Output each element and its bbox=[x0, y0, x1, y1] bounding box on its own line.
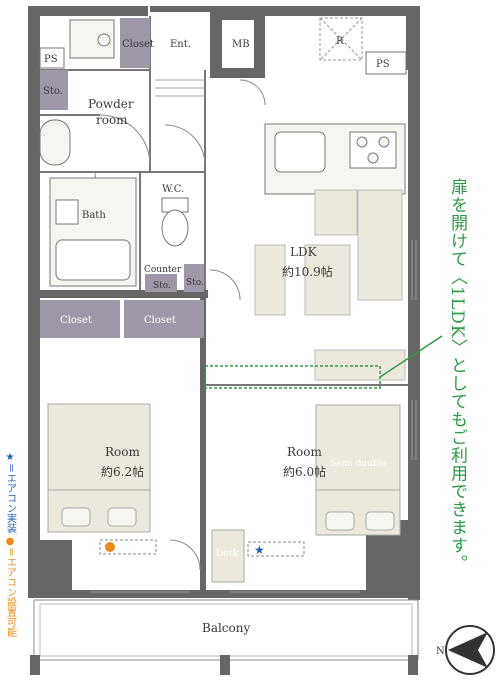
counter-label: Counter bbox=[144, 265, 182, 275]
storage-counter bbox=[145, 274, 177, 292]
entrance-label: Ent. bbox=[170, 39, 191, 50]
aircon-zone-left bbox=[99, 539, 157, 555]
windows bbox=[90, 240, 417, 593]
storage-counter-label: Sto. bbox=[153, 281, 171, 291]
ldk-furniture bbox=[254, 189, 406, 381]
bed-left bbox=[47, 403, 151, 533]
room-left-size: 約6.2帖 bbox=[101, 464, 144, 479]
refrigerator-label: R bbox=[336, 36, 344, 47]
fixtures-top bbox=[39, 19, 115, 166]
storage-left bbox=[40, 70, 68, 110]
room-right-name: Room bbox=[287, 445, 322, 459]
ps-right-box bbox=[365, 51, 407, 75]
kitchen-counter bbox=[264, 123, 406, 195]
ps-left-box bbox=[39, 47, 65, 69]
legend: ★＝エアコン実装 ●＝エアコン設置可能 bbox=[4, 452, 16, 638]
ldk-name: LDK bbox=[290, 245, 318, 259]
compass-icon bbox=[445, 625, 495, 675]
ldk-size: 約10.9帖 bbox=[282, 264, 333, 279]
closet-top-label: Closet bbox=[122, 39, 154, 50]
balcony-post-right bbox=[408, 655, 418, 675]
star-icon: ★ bbox=[254, 543, 265, 557]
bed-label: Semi double bbox=[330, 459, 387, 469]
dot-icon bbox=[105, 542, 115, 552]
closet-right-label: Closet bbox=[144, 315, 176, 326]
opening-note: 扉を開けて〈1LDK〉としてもご利用できます。 bbox=[447, 178, 467, 573]
balcony-post-mid bbox=[220, 655, 230, 675]
closet-left bbox=[40, 300, 120, 338]
compass-label: N bbox=[436, 646, 445, 657]
room-left-name: Room bbox=[105, 445, 140, 459]
refrigerator-box bbox=[319, 17, 363, 61]
outer-walls bbox=[28, 6, 420, 600]
ps-right-label: PS bbox=[376, 59, 390, 70]
powder-room-label-1: Powder bbox=[88, 97, 134, 111]
ps-left-label: PS bbox=[44, 54, 58, 65]
note-leader-line bbox=[379, 335, 443, 378]
entrance-step bbox=[155, 79, 205, 97]
storage-left-label: Sto. bbox=[43, 86, 63, 97]
toilet bbox=[161, 197, 189, 247]
closet-left-label: Closet bbox=[60, 315, 92, 326]
wc-label: W.C. bbox=[162, 184, 184, 195]
mb-box bbox=[222, 20, 254, 68]
powder-room-label-2: room bbox=[96, 113, 128, 127]
room-right-size: 約6.0帖 bbox=[283, 464, 326, 479]
legend-dot-text: ●＝エアコン設置可能 bbox=[4, 536, 16, 638]
balcony-label: Balcony bbox=[202, 621, 250, 635]
storage-wc bbox=[184, 264, 204, 292]
mb-label: MB bbox=[232, 39, 250, 50]
bath-fixtures bbox=[49, 177, 137, 287]
aircon-zone-right bbox=[247, 541, 305, 557]
storage-wc-label: Sto. bbox=[186, 278, 204, 288]
legend-star-text: ★＝エアコン実装 bbox=[4, 452, 16, 533]
closet-top bbox=[120, 18, 150, 68]
desk-label: Desk bbox=[216, 549, 239, 559]
bath-label: Bath bbox=[82, 210, 106, 221]
balcony-post-left bbox=[30, 655, 40, 675]
closet-right bbox=[124, 300, 204, 338]
bed-right bbox=[315, 404, 401, 536]
desk-box bbox=[211, 529, 245, 583]
